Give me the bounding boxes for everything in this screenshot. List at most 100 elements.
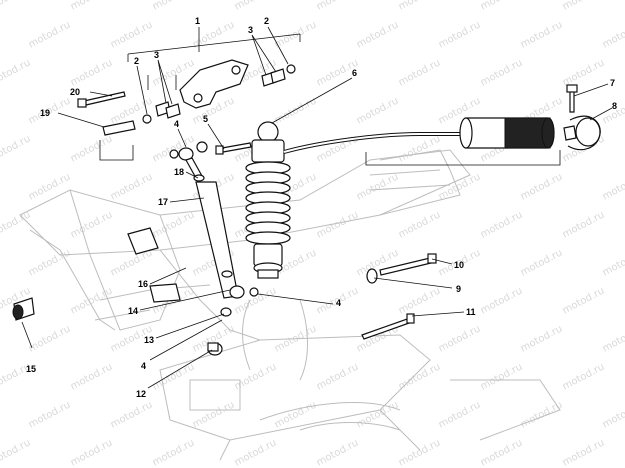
watermark-text: motod.ru [315,0,361,13]
watermark-text: motod.ru [561,437,607,468]
callout-20: 20 [70,87,80,97]
bolt-20 [77,91,126,108]
watermark-text: motod.ru [355,19,401,50]
watermark-text: motod.ru [561,209,607,240]
watermark-text: motod.ru [0,57,32,88]
top-mount-bracket [142,59,296,124]
callout-17: 17 [158,197,168,207]
callout-2-left: 2 [134,56,139,66]
callout-18: 18 [174,167,184,177]
callout-2-right: 2 [264,16,269,26]
callout-10: 10 [454,260,464,270]
callout-12: 12 [136,389,146,399]
watermark-text: motod.ru [601,171,625,202]
watermark-text: motod.ru [273,95,319,126]
watermark-text: motod.ru [561,57,607,88]
callout-7: 7 [610,78,615,88]
watermark-text: motod.ru [0,209,32,240]
watermark-text: motod.ru [315,361,361,392]
watermark-text: motod.ru [191,399,237,430]
bolt-5 [215,142,252,155]
watermark-text: motod.ru [397,361,443,392]
watermark-text: motod.ru [151,437,197,468]
callout-19: 19 [40,108,50,118]
watermark-text: motod.ru [601,19,625,50]
watermark-text: motod.ru [519,19,565,50]
bolt-11 [361,313,415,340]
watermark-text: motod.ru [69,361,115,392]
group-bracket-reservoir [365,150,561,166]
watermark-text: motod.ru [437,323,483,354]
washer-9 [366,268,378,284]
watermark-text: motod.ru [561,285,607,316]
watermark-text: motod.ru [355,247,401,278]
watermark-text: motod.ru [561,0,607,13]
sleeve-19 [102,120,136,136]
bolt-10 [379,253,437,276]
watermark-text: motod.ru [0,0,32,13]
callout-4-bottom: 4 [141,361,146,371]
bolt-7 [566,84,578,113]
watermark-text: motod.ru [109,19,155,50]
watermark-text: motod.ru [601,247,625,278]
watermark-text: motod.ru [69,209,115,240]
reservoir [459,117,555,149]
lower-linkage-mount [127,227,181,303]
callout-9: 9 [456,284,461,294]
watermark-text: motod.ru [69,57,115,88]
bump-stop-15 [12,297,35,321]
watermark-text: motod.ru [69,0,115,13]
callout-4-top: 4 [174,119,179,129]
callout-11: 11 [466,307,476,317]
watermark-text: motod.ru [273,399,319,430]
watermark-text: motod.ru [233,0,279,13]
callout-13: 13 [144,335,154,345]
watermark-text: motod.ru [273,19,319,50]
watermark-text: motod.ru [397,0,443,13]
watermark-text: motod.ru [479,0,525,13]
callout-5: 5 [203,114,208,124]
watermark-text: motod.ru [437,399,483,430]
watermark-text: motod.ru [397,133,443,164]
callout-16: 16 [138,279,148,289]
callout-15: 15 [26,364,36,374]
watermark-text: motod.ru [233,437,279,468]
watermark-text: motod.ru [109,171,155,202]
watermark-text: motod.ru [151,0,197,13]
watermark-text: motod.ru [0,437,32,468]
watermark-text: motod.ru [397,209,443,240]
watermark-text: motod.ru [397,57,443,88]
watermark-text: motod.ru [519,247,565,278]
callout-3-right: 3 [248,25,253,35]
callout-14: 14 [128,306,138,316]
callout-3-left: 3 [154,50,159,60]
callout-labels: 1 2 2 3 3 4 4 4 5 6 7 8 9 10 11 12 13 14… [26,16,617,399]
watermark-text: motod.ru [479,285,525,316]
bushing-12 [207,342,223,356]
watermark-text: motod.ru [0,133,32,164]
watermark-text: motod.ru [109,399,155,430]
group-bracket-19 [99,140,134,161]
callout-8: 8 [612,101,617,111]
watermark-text: motod.ru [519,171,565,202]
callout-1: 1 [195,16,200,26]
watermark-text: motod.ru [315,209,361,240]
watermark-text: motod.ru [315,437,361,468]
watermark-text: motod.ru [561,361,607,392]
watermark-text: motod.ru [601,323,625,354]
watermark-text: motod.ru [601,399,625,430]
watermark-text: motod.ru [27,323,73,354]
watermark-text: motod.ru [355,95,401,126]
watermark-text: motod.ru [27,399,73,430]
callout-6: 6 [352,68,357,78]
group-bracket-3 [147,75,177,90]
watermark-text: motod.ru [69,285,115,316]
watermark-text: motod.ru [355,171,401,202]
watermark-text: motod.ru [27,171,73,202]
watermark-text: motod.ru [27,247,73,278]
callout-4-right: 4 [336,298,341,308]
watermark-text: motod.ru [69,437,115,468]
